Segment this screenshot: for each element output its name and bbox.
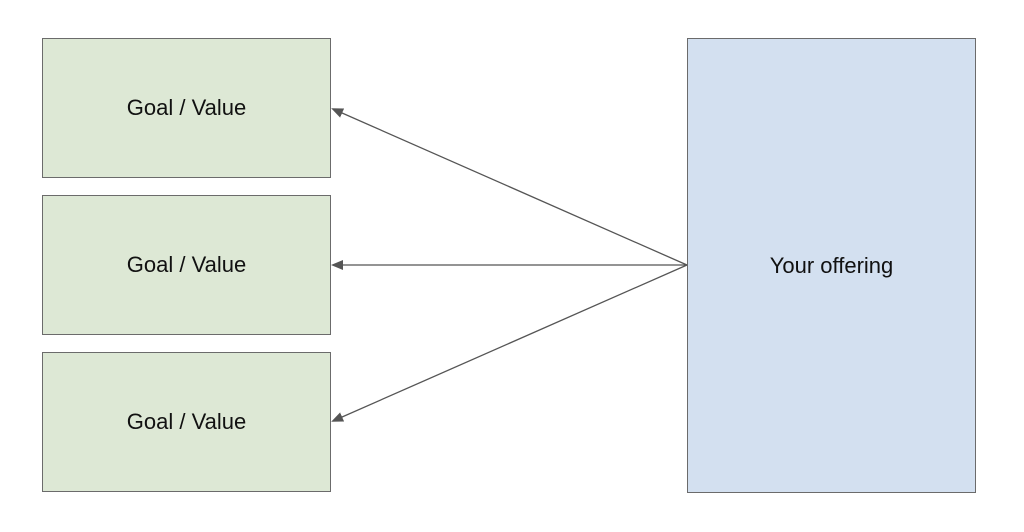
your-offering-label: Your offering xyxy=(769,252,894,278)
goal-value-label-3: Goal / Value xyxy=(126,409,247,434)
goal-value-label-1: Goal / Value xyxy=(126,95,247,120)
arrow-to-goal-1 xyxy=(331,108,688,266)
goal-value-box-1: Goal / Value xyxy=(42,38,331,178)
arrow-to-goal-3 xyxy=(331,264,688,422)
your-offering-box: Your offering xyxy=(687,38,976,493)
goal-value-box-2: Goal / Value xyxy=(42,195,331,335)
goal-value-box-3: Goal / Value xyxy=(42,352,331,492)
goal-value-label-2: Goal / Value xyxy=(126,252,247,277)
